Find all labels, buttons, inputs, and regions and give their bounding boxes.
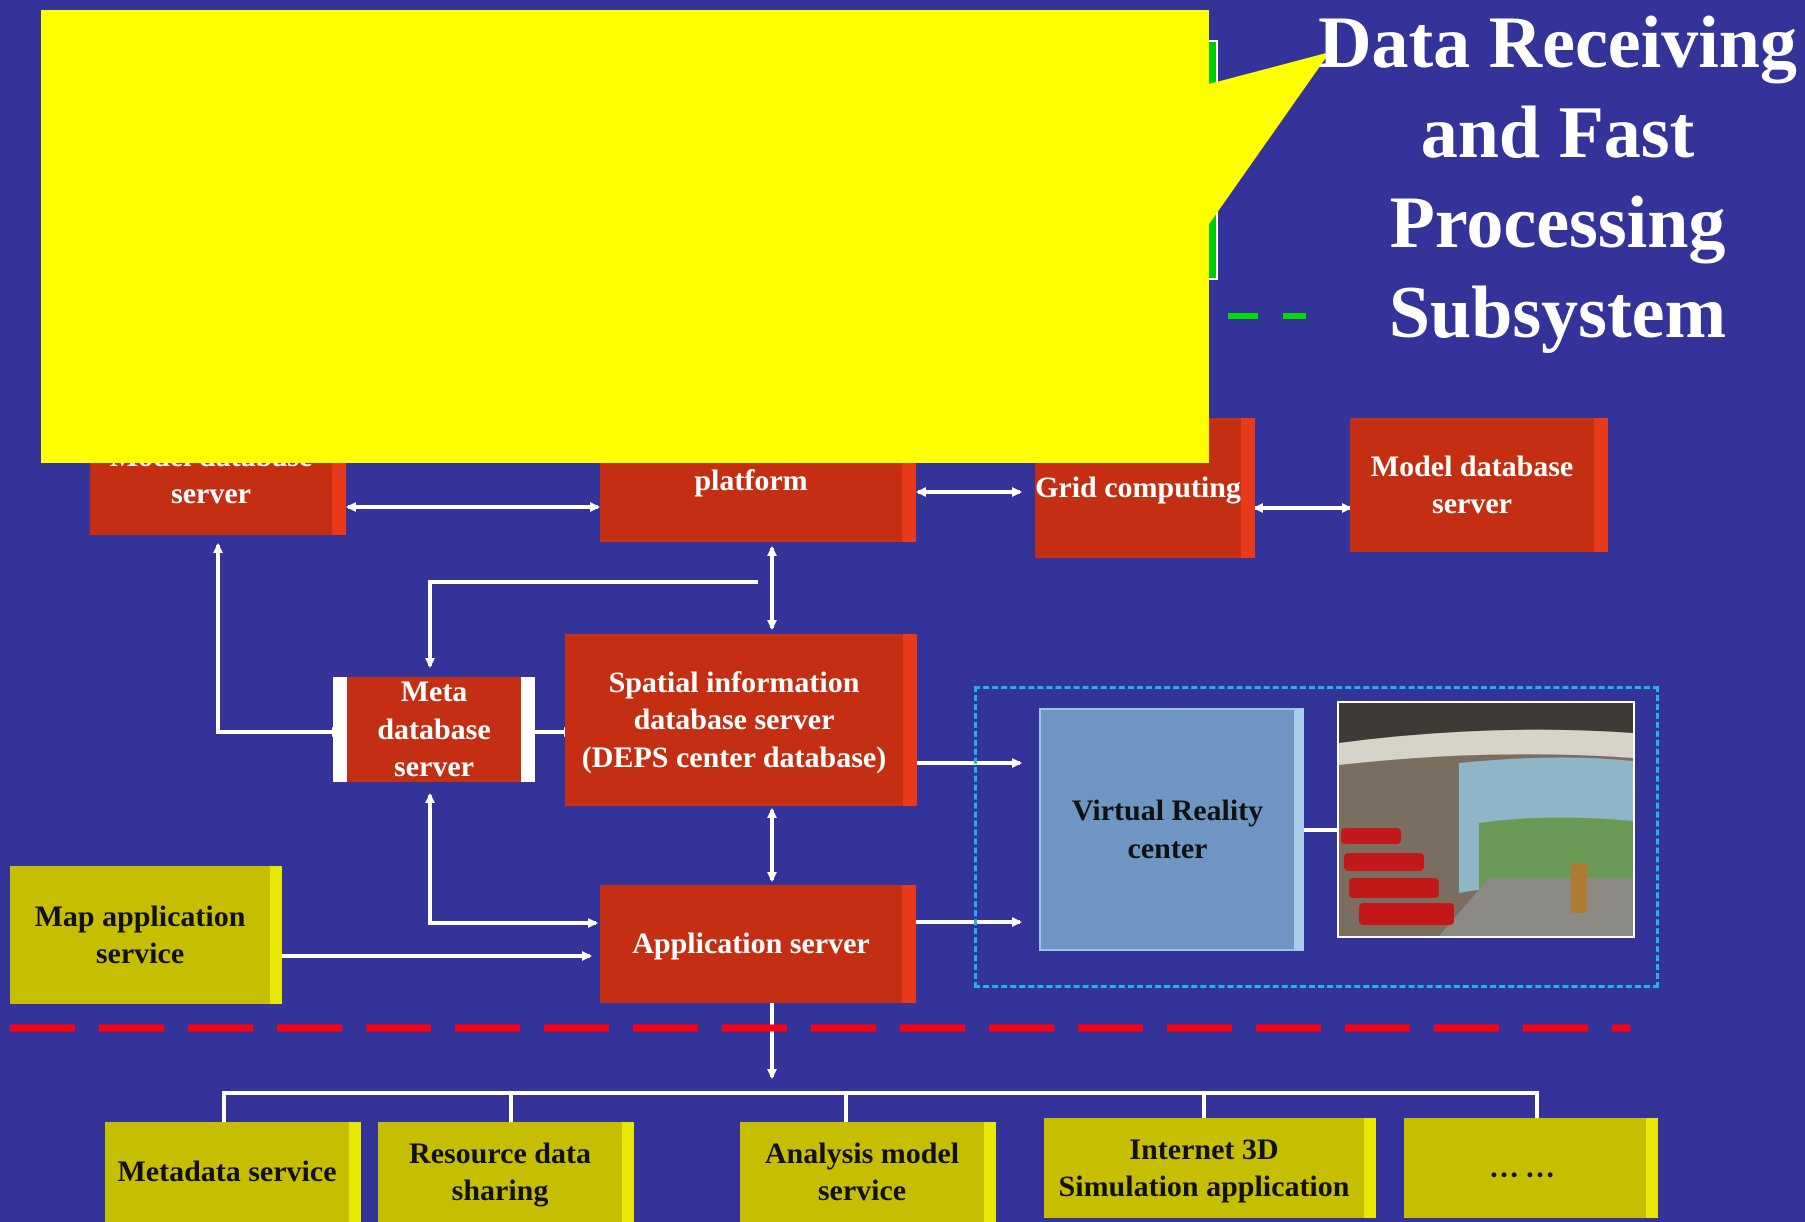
spatial-information-database-server-label: Spatial information database server (DEP… bbox=[581, 665, 887, 774]
theater-illustration bbox=[1339, 703, 1633, 936]
service-box-analysis-model: Analysis model service bbox=[740, 1122, 996, 1222]
services-bus bbox=[222, 1091, 1539, 1122]
virtual-reality-group-frame bbox=[974, 686, 1659, 988]
grid-computing-label: Grid computing bbox=[1035, 471, 1241, 505]
virtual-reality-center-label: Virtual Reality center bbox=[1071, 794, 1264, 865]
meta-database-server: Meta database server bbox=[333, 675, 535, 783]
service-box-more: …… bbox=[1404, 1118, 1658, 1218]
service-box-resource-data-sharing: Resource data sharing bbox=[378, 1122, 634, 1222]
application-server-label: Application server bbox=[632, 927, 870, 961]
service-label-resource-data-sharing: Resource data sharing bbox=[409, 1136, 591, 1208]
service-label-internet-3d-simulation: Internet 3D Simulation application bbox=[1058, 1132, 1350, 1204]
model-database-server-right-label: Model database server bbox=[1370, 449, 1574, 521]
service-label-metadata: Metadata service bbox=[117, 1155, 337, 1189]
map-application-service-label: Map application service bbox=[34, 899, 246, 971]
link-platform-meta bbox=[425, 580, 758, 668]
service-label-more: …… bbox=[1489, 1151, 1561, 1185]
service-box-internet-3d-simulation: Internet 3D Simulation application bbox=[1044, 1118, 1376, 1218]
spatial-information-database-server: Spatial information database server (DEP… bbox=[565, 634, 917, 806]
virtual-reality-center: Virtual Reality center bbox=[1039, 708, 1304, 951]
model-database-server-right: Model database server bbox=[1350, 418, 1608, 552]
map-application-service: Map application service bbox=[10, 866, 282, 1004]
virtual-reality-theater-photo bbox=[1337, 701, 1635, 938]
service-box-metadata: Metadata service bbox=[105, 1122, 361, 1222]
application-server: Application server bbox=[600, 885, 916, 1003]
page-title: Data Receiving and Fast Processing Subsy… bbox=[1318, 2, 1797, 354]
service-label-analysis-model: Analysis model service bbox=[764, 1136, 960, 1208]
meta-database-server-label: Meta database server bbox=[377, 675, 491, 784]
link-modeldb-meta bbox=[213, 543, 342, 737]
platform-label: platform bbox=[694, 464, 808, 498]
link-meta-app bbox=[425, 793, 598, 928]
callout-box bbox=[41, 10, 1209, 463]
